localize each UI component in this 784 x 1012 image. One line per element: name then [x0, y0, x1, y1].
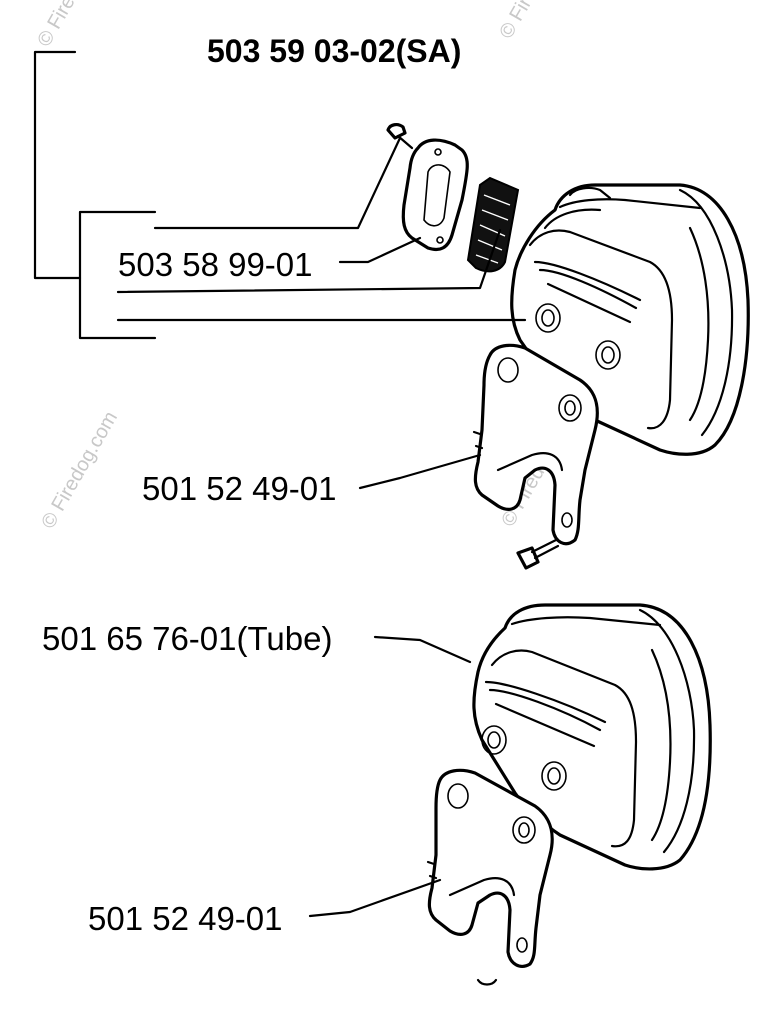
- label-muffler-tube: 501 65 76-01(Tube): [42, 620, 332, 657]
- gasket: [401, 138, 469, 252]
- screw-bottom: [516, 538, 560, 570]
- muffler-bottom: [472, 603, 712, 871]
- bracket-top: [472, 343, 599, 546]
- spark-screen: [466, 176, 520, 273]
- leader-lines-top: [116, 136, 527, 490]
- mark-bottom: [476, 978, 498, 986]
- label-assembly-kit: 503 59 03-02(SA): [207, 33, 461, 69]
- bracket-bottom: [426, 768, 554, 968]
- watermark-left-mid: © Firedog.com: [37, 408, 122, 533]
- label-bracket-top: 501 52 49-01: [142, 470, 337, 507]
- label-gasket: 503 58 99-01: [118, 246, 313, 283]
- watermark-top-left: © Firedog.com: [33, 0, 118, 51]
- watermark-top-mid: © Firedog.com: [495, 0, 580, 43]
- leader-lines-bottom: [308, 635, 472, 918]
- screw-top: [386, 123, 414, 150]
- label-bracket-bottom: 501 52 49-01: [88, 900, 283, 937]
- kit-bracket-lines: [33, 50, 157, 340]
